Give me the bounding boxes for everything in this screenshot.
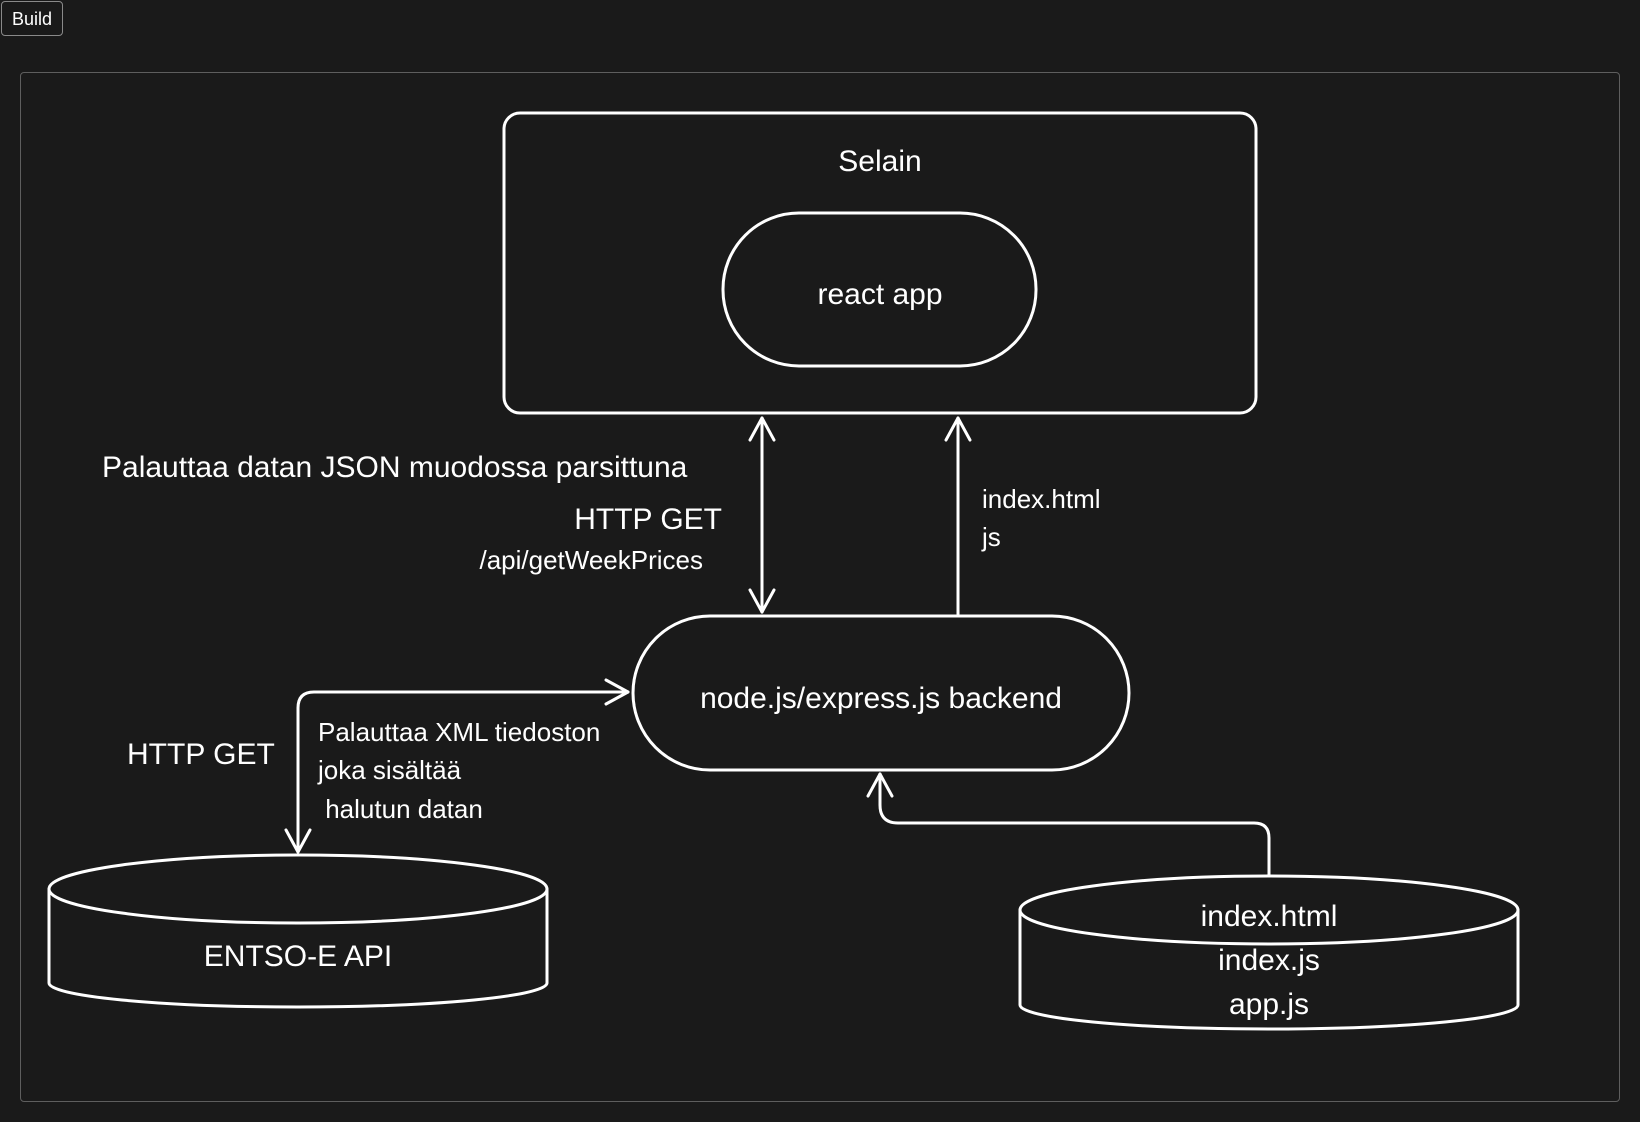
backend-label: node.js/express.js backend (700, 682, 1062, 715)
served-files-arrow (944, 416, 972, 616)
xml-return-line-3: halutun datan (318, 794, 483, 824)
files-db-line-1: index.html (1201, 900, 1338, 933)
api-request-arrow (748, 416, 776, 614)
browser-box (502, 111, 1258, 415)
http-get-api-label: HTTP GET (574, 503, 722, 536)
files-db-line-2: index.js (1218, 944, 1320, 977)
react-app-box (721, 211, 1038, 368)
entsoe-request-arrow (284, 678, 630, 854)
entsoe-api-label: ENTSO-E API (204, 940, 392, 973)
browser-label: Selain (838, 145, 921, 178)
files-db-line-3: app.js (1229, 988, 1309, 1021)
react-app-label: react app (817, 278, 942, 311)
build-button[interactable]: Build (1, 1, 63, 36)
xml-return-line-1: Palauttaa XML tiedoston (318, 717, 600, 747)
served-files-line-2: js (981, 522, 1001, 552)
xml-return-line-2: joka sisältää (317, 755, 462, 785)
http-get-entsoe-label: HTTP GET (127, 738, 275, 771)
files-load-arrow (866, 772, 1271, 878)
entsoe-api-database (47, 853, 549, 1009)
served-files-line-1: index.html (982, 484, 1101, 514)
api-path-label: /api/getWeekPrices (479, 545, 703, 575)
backend-box (631, 614, 1131, 772)
diagram-canvas (20, 72, 1620, 1102)
json-return-label: Palauttaa datan JSON muodossa parsittuna (102, 451, 688, 484)
